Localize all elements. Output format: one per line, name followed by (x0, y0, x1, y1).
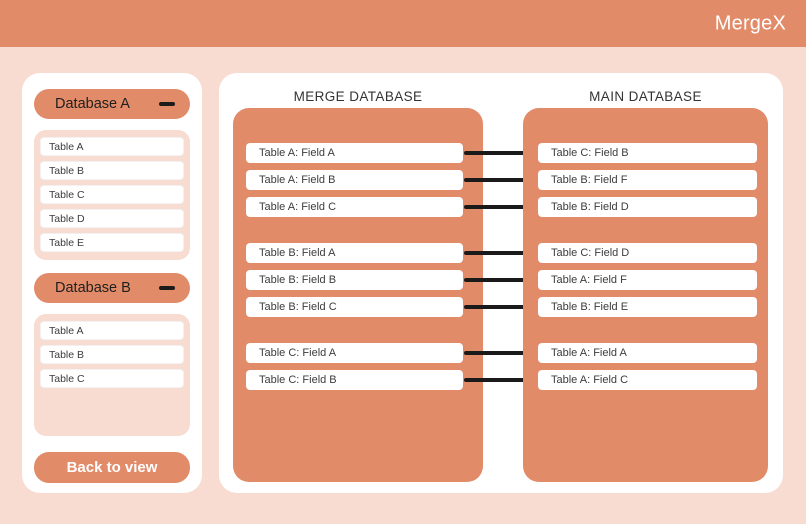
main-field-row[interactable]: Table C: Field B (538, 143, 757, 163)
database-name: Database B (55, 280, 131, 296)
database-header-database-a[interactable]: Database A (34, 89, 190, 119)
merge-database-column: Table A: Field A Table A: Field B Table A:… (233, 108, 538, 482)
merge-field-row[interactable]: Table A: Field A (246, 143, 538, 163)
main-panel: MERGE DATABASE MAIN DATABASE Table A: Fi… (219, 73, 783, 493)
merge-field-row[interactable]: Table B: Field A (246, 243, 538, 263)
database-name: Database A (55, 96, 130, 112)
table-item[interactable]: Table A (40, 321, 184, 340)
main-field-row[interactable]: Table C: Field D (538, 243, 757, 263)
merge-field-row[interactable]: Table B: Field C (246, 297, 538, 317)
table-list-database-a: Table A Table B Table C Table D Table E (34, 130, 190, 260)
table-item[interactable]: Table B (40, 345, 184, 364)
table-item[interactable]: Table C (40, 369, 184, 388)
main-field-row[interactable]: Table A: Field A (538, 343, 757, 363)
table-item[interactable]: Table A (40, 137, 184, 156)
main-field-row[interactable]: Table B: Field D (538, 197, 757, 217)
merge-database-heading: MERGE DATABASE (293, 89, 423, 104)
main-database-heading: MAIN DATABASE (589, 89, 702, 104)
app-title: MergeX (714, 12, 786, 34)
merge-field-row[interactable]: Table C: Field A (246, 343, 538, 363)
merge-field-row[interactable]: Table A: Field C (246, 197, 538, 217)
table-item[interactable]: Table E (40, 233, 184, 252)
table-item[interactable]: Table D (40, 209, 184, 228)
table-item[interactable]: Table B (40, 161, 184, 180)
merge-field-row[interactable]: Table A: Field B (246, 170, 538, 190)
minus-icon[interactable] (159, 286, 175, 290)
app-header: MergeX (0, 0, 806, 47)
main-field-row[interactable]: Table A: Field F (538, 270, 757, 290)
back-to-view-button[interactable]: Back to view (34, 452, 190, 483)
merge-field-row[interactable]: Table C: Field B (246, 370, 538, 390)
table-list-database-b: Table A Table B Table C (34, 314, 190, 436)
merge-field-row[interactable]: Table B: Field B (246, 270, 538, 290)
database-header-database-b[interactable]: Database B (34, 273, 190, 303)
main-field-row[interactable]: Table A: Field C (538, 370, 757, 390)
main-field-row[interactable]: Table B: Field F (538, 170, 757, 190)
table-item[interactable]: Table C (40, 185, 184, 204)
minus-icon[interactable] (159, 102, 175, 106)
main-field-row[interactable]: Table B: Field E (538, 297, 757, 317)
main-database-column: Table C: Field B Table B: Field F Table B:… (523, 108, 768, 482)
